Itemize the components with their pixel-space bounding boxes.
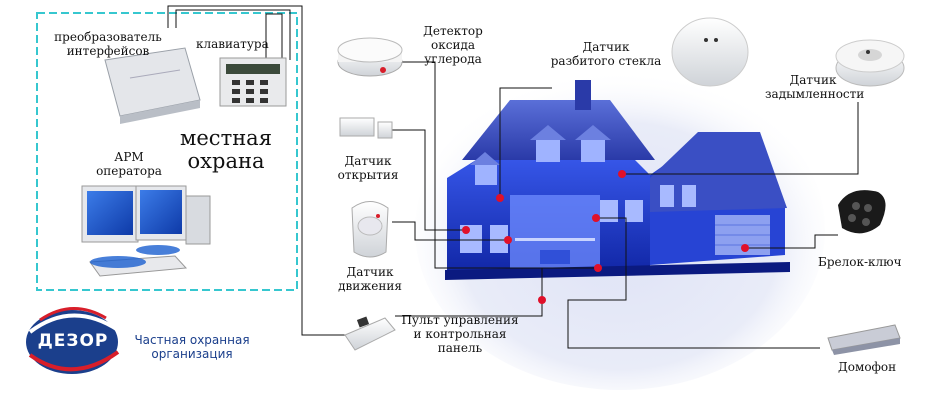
motion-sensor-label: Датчик движения [338, 265, 402, 293]
intercom-device [827, 324, 901, 355]
co-detector-device [337, 37, 403, 77]
marker-keyfob [741, 244, 749, 252]
logo-caption: Частная охранная организация [134, 333, 250, 361]
co-detector-label: Детектор оксида углерода [423, 24, 483, 66]
marker-panel [538, 296, 546, 304]
sensor-markers [462, 170, 749, 304]
glass-break-label: Датчик разбитого стекла [550, 40, 662, 68]
company-logo [26, 307, 120, 374]
opening-sensor-label: Датчик открытия [337, 154, 399, 182]
keypad-device [219, 57, 287, 107]
glass-break-device [671, 17, 749, 87]
intercom-label: Домофон [838, 360, 897, 374]
smoke-detector-label: Датчик задымленности [765, 73, 865, 101]
connection-wires [167, 5, 859, 349]
control-room-frame [36, 12, 298, 291]
interface-converter-device [104, 47, 201, 124]
keypad-label: клавиатура [196, 37, 269, 51]
marker-opening [462, 226, 470, 234]
control-panel-label: Пульт управления и контрольная панель [401, 313, 519, 355]
converter-label: преобразователь интерфейсов [54, 30, 162, 58]
opening-sensor-device [339, 117, 393, 139]
house-illustration [445, 80, 790, 280]
local-guard-label: местная охрана [180, 126, 272, 173]
marker-co [594, 264, 602, 272]
motion-sensor-device [351, 201, 389, 258]
key-fob-label: Брелок-ключ [818, 255, 902, 269]
workstation-label: АРМ оператора [96, 150, 162, 178]
marker-smoke [618, 170, 626, 178]
control-panel-device [344, 316, 396, 351]
logo-wordmark: ДЕЗОР [37, 331, 109, 351]
marker-motion [504, 236, 512, 244]
smoke-detector-device [835, 39, 905, 87]
operator-workstation [81, 185, 211, 277]
marker-intercom [592, 214, 600, 222]
key-fob-device [838, 190, 886, 234]
marker-glass [496, 194, 504, 202]
